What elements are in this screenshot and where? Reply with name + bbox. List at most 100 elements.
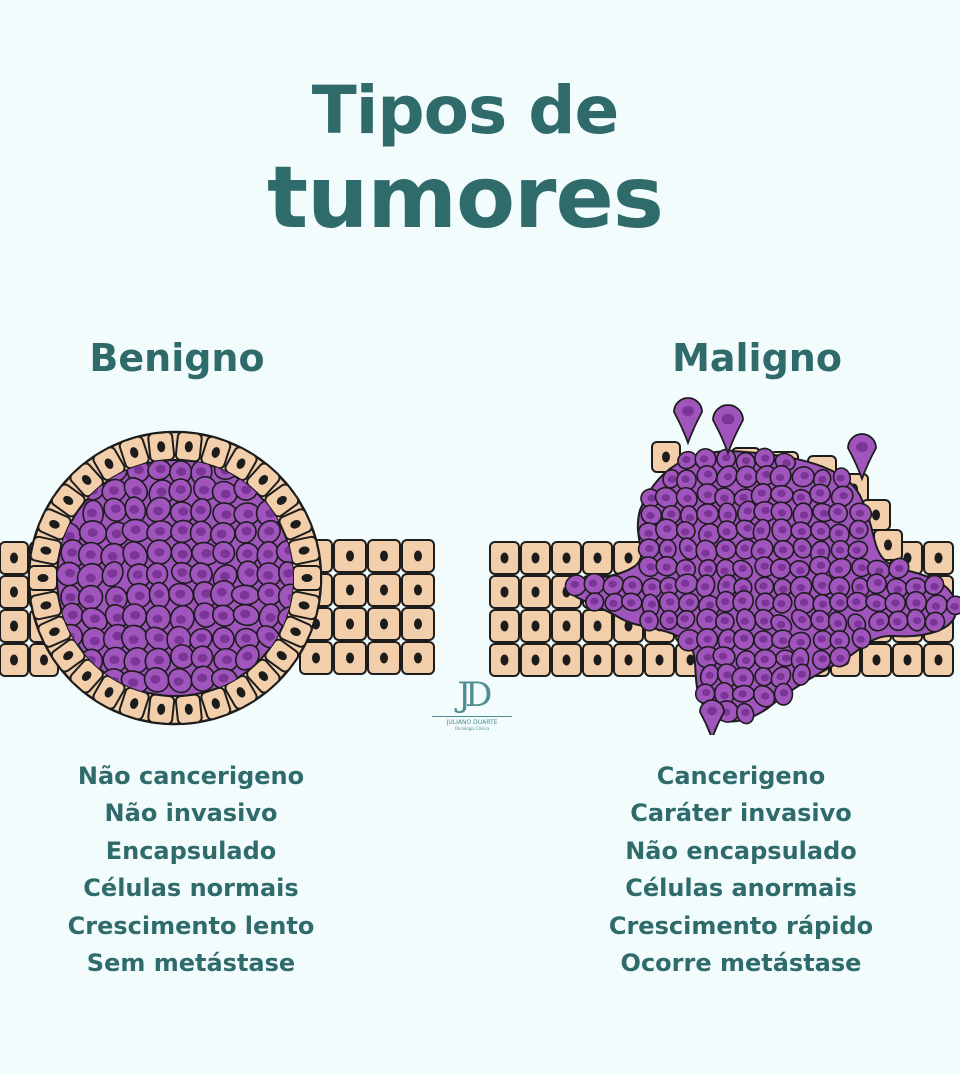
title-line-2: tumores: [267, 148, 664, 248]
tumor-cell: [717, 520, 739, 541]
tumor-cell: [677, 628, 701, 652]
tumor-cell: [770, 501, 793, 523]
benign-heading: Benigno: [89, 336, 265, 380]
normal-cell: [401, 539, 435, 573]
title-line-1: Tipos de: [311, 72, 620, 149]
normal-cell: [0, 541, 29, 575]
tumor-cell: [736, 500, 758, 524]
capsule-cell: [200, 686, 232, 721]
tumor-cell: [735, 465, 758, 489]
tumor-cell: [585, 592, 605, 612]
tumor-cell: [736, 608, 757, 632]
capsule-cell: [287, 590, 321, 621]
escaping-cell: [847, 433, 877, 482]
tumor-cell: [278, 561, 293, 589]
tumor-cell: [695, 574, 716, 598]
normal-cell: [0, 575, 29, 609]
logo-name: JULIANO DUARTE: [446, 719, 498, 726]
tumor-cell: [832, 467, 852, 489]
feature-item: Sem metástase: [86, 949, 296, 978]
capsule-cell: [278, 508, 313, 541]
tumor-cell: [792, 502, 813, 527]
tumor-cell: [659, 609, 679, 631]
capsule-cell: [246, 658, 281, 694]
normal-cell: [299, 641, 333, 675]
normal-cell: [333, 539, 367, 573]
logo: JD JULIANO DUARTE Oncologia Clínica: [426, 678, 518, 731]
tumor-cell: [212, 502, 239, 526]
tumor-cell: [675, 520, 696, 541]
malignant-heading: Maligno: [672, 336, 842, 380]
tumor-cell: [602, 574, 625, 596]
normal-cell: [551, 541, 582, 575]
normal-cell: [401, 573, 435, 607]
feature-item: Não invasivo: [104, 799, 278, 828]
normal-cell: [582, 541, 613, 575]
tumor-cell: [655, 518, 679, 542]
feature-item: Crescimento rápido: [608, 911, 874, 940]
malignant-escaping-cells: [673, 397, 877, 735]
capsule-cell: [287, 535, 321, 566]
tumor-cell: [145, 496, 172, 523]
tumor-cell: [638, 556, 660, 578]
tumor-cell: [193, 602, 218, 628]
feature-item: Crescimento lento: [67, 911, 315, 940]
feature-item: Não encapsulado: [625, 836, 857, 865]
tumor-cell: [212, 626, 235, 651]
tumor-cell: [945, 595, 960, 616]
tumor-cell: [770, 614, 793, 635]
tumor-cell: [257, 519, 281, 544]
tumor-cell: [830, 485, 854, 508]
tumor-cell: [654, 486, 679, 509]
normal-cell: [520, 575, 551, 609]
normal-cell: [401, 607, 435, 641]
normal-cell: [367, 607, 401, 641]
tumor-cell: [699, 664, 720, 688]
tumor-cell: [190, 665, 216, 692]
tumor-cell: [851, 627, 872, 650]
tumor-cell: [925, 594, 948, 617]
tumor-cell: [715, 465, 738, 488]
capsule-cell: [50, 638, 86, 673]
tumor-cell: [924, 611, 946, 633]
tumor-cell: [769, 484, 794, 504]
malignant-tumor: [563, 447, 960, 725]
tumor-cell: [771, 629, 794, 650]
tumor-cell: [190, 645, 214, 670]
tumor-cell: [750, 483, 773, 506]
tumor-cell: [102, 623, 130, 652]
tumor-cell: [604, 592, 624, 612]
tumor-cell: [103, 497, 127, 522]
tumor-cell: [564, 574, 588, 597]
tumor-cell: [100, 542, 127, 570]
capsule-cell: [50, 483, 86, 518]
tumor-cell: [773, 682, 794, 706]
normal-cell: [551, 643, 582, 677]
tumor-cell: [732, 628, 755, 651]
tumor-cell: [715, 611, 735, 632]
tumor-cell: [209, 579, 237, 608]
tumor-cell: [884, 592, 907, 614]
tumor-cell: [810, 609, 831, 631]
normal-cell: [520, 541, 551, 575]
tumor-cell: [256, 540, 279, 568]
capsule-cell: [264, 483, 300, 518]
feature-item: Encapsulado: [105, 836, 277, 865]
normal-cell: [333, 573, 367, 607]
tumor-cell: [191, 541, 220, 566]
feature-item: Caráter invasivo: [630, 799, 852, 828]
tumor-cell: [775, 649, 796, 667]
tumor-cell: [170, 644, 195, 670]
tumor-cell: [732, 590, 755, 614]
capsule-cell: [224, 446, 258, 481]
normal-cell: [861, 643, 892, 677]
tumor-cell: [641, 577, 663, 599]
normal-cell: [489, 541, 520, 575]
tumor-cell: [639, 610, 659, 632]
tumor-cell: [808, 555, 832, 576]
tumor-cell: [76, 562, 105, 591]
logo-mark: JD: [457, 675, 493, 715]
normal-cell: [520, 643, 551, 677]
normal-cell: [892, 643, 923, 677]
tumor-cell: [753, 630, 775, 651]
